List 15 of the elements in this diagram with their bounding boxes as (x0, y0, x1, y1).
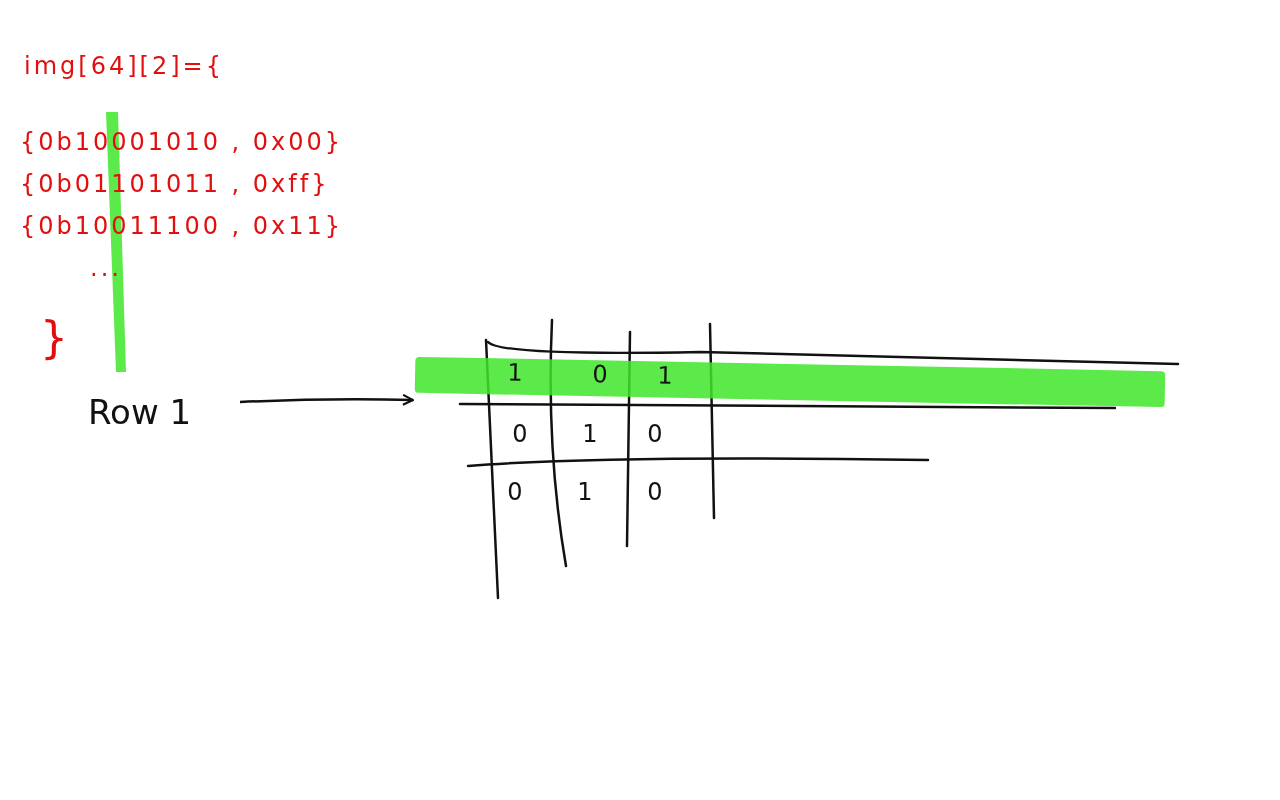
cell-value: 1 (656, 361, 674, 391)
cell-value: 1 (576, 478, 594, 506)
row-label: Row 1 (88, 392, 192, 432)
code-line: } (40, 312, 71, 363)
cell-value: 0 (506, 478, 524, 506)
cell-value: 0 (511, 420, 529, 448)
cell-value: 0 (646, 478, 664, 506)
code-line: img[64][2]={ (24, 52, 224, 80)
code-line: ... (90, 254, 122, 282)
highlighted-row (414, 356, 1166, 408)
cell-value: 1 (506, 358, 525, 388)
cell-value: 1 (581, 420, 599, 448)
arrow (239, 393, 414, 406)
cell-value: 0 (591, 359, 609, 389)
cell-value: 0 (646, 420, 664, 448)
